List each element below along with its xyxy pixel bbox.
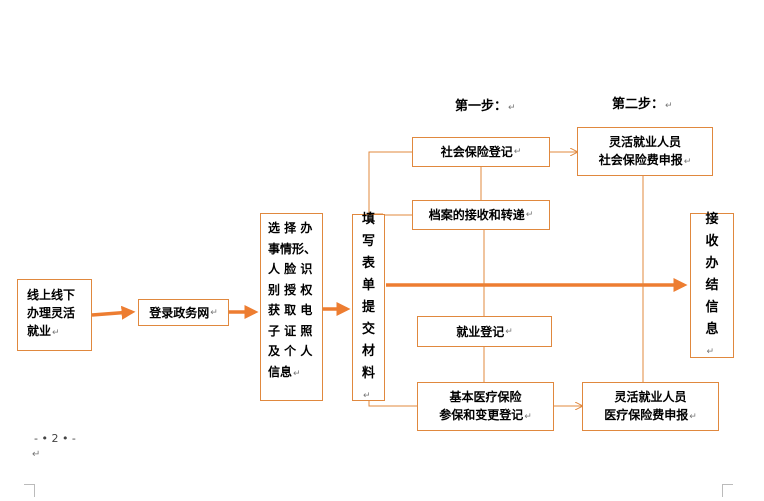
- bracket-top: [368, 151, 412, 215]
- offline-line-2: 办理灵活: [27, 306, 76, 320]
- choose-line-8: 信息↵: [268, 364, 301, 379]
- choose-line-3: 人 脸 识: [268, 262, 313, 276]
- flex-social-insurance-declaration-box: 灵活就业人员 社会保险费申报↵: [577, 127, 713, 176]
- archive-transfer-box: 档案的接收和转递↵: [412, 200, 550, 230]
- offline-line-3: 就业↵: [27, 324, 60, 338]
- fill-form-submit-box: 填 写 表 单 提 交 材 料↵: [352, 212, 385, 401]
- flex-medical-line-1: 灵活就业人员: [614, 390, 687, 404]
- select-matter-box: 选 择 办 事情形、 人 脸 识 别 授 权 获 取 电 子 证 照 及 个 人…: [260, 213, 323, 401]
- choose-line-7: 及 个 人: [268, 344, 313, 358]
- social-insurance-registration-box: 社会保险登记↵: [412, 137, 550, 167]
- employment-registration-box: 就业登记↵: [417, 316, 552, 347]
- choose-line-1: 选 择 办: [268, 221, 313, 235]
- crop-mark-left: [24, 484, 35, 497]
- medical-line-2: 参保和变更登记↵: [439, 408, 532, 422]
- medical-line-1: 基本医疗保险: [449, 390, 522, 404]
- flex-medical-insurance-declaration-box: 灵活就业人员 医疗保险费申报↵: [582, 382, 719, 431]
- medical-insurance-registration-box: 基本医疗保险 参保和变更登记↵: [417, 382, 554, 431]
- login-gov-portal-box: 登录政务网↵: [138, 299, 229, 326]
- flex-medical-line-2: 医疗保险费申报↵: [604, 408, 697, 422]
- arrow-offline-to-login: [91, 305, 136, 320]
- choose-line-5: 获 取 电: [268, 303, 313, 317]
- flex-social-line-1: 灵活就业人员: [608, 135, 681, 149]
- step-one-heading: 第一步：↵: [455, 99, 516, 114]
- choose-line-6: 子 证 照: [268, 323, 313, 338]
- choose-line-2: 事情形、: [268, 241, 317, 256]
- flex-social-line-2: 社会保险费申报↵: [598, 153, 692, 167]
- offline-online-box: 线上线下 办理灵活 就业↵: [17, 279, 92, 351]
- step-two-heading: 第二步：↵: [612, 97, 673, 112]
- page-number: - • 2 • -: [34, 432, 76, 445]
- paragraph-mark-footer: ↵: [32, 449, 41, 460]
- receive-completion-info-box: 接 收 办 结 信 息↵: [690, 212, 734, 358]
- choose-line-4: 别 授 权: [268, 282, 313, 297]
- crop-mark-right: [722, 484, 733, 497]
- offline-line-1: 线上线下: [27, 288, 76, 302]
